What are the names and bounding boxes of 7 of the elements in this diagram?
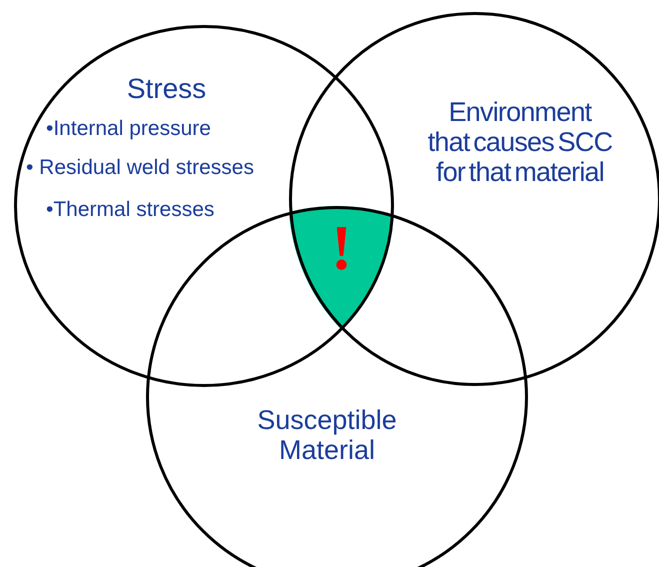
- circle-label: Susceptible Material: [256, 405, 398, 466]
- bullet-item: •Internal pressure: [46, 117, 211, 141]
- circle-label: Environment that causes SCC for that material: [426, 97, 614, 188]
- exclamation-mark: !: [330, 216, 352, 280]
- circle-heading: Stress: [126, 73, 208, 104]
- bullet-item: •Thermal stresses: [46, 198, 214, 222]
- bullet-item: • Residual weld stresses: [26, 156, 254, 180]
